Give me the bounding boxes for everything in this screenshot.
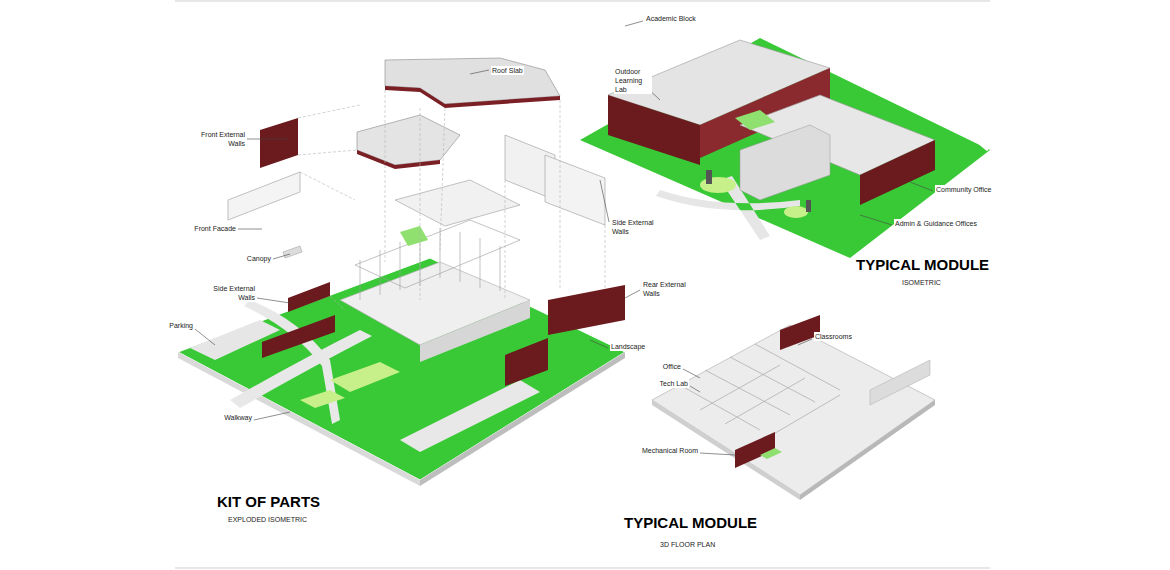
part-label: Walkway — [223, 413, 253, 422]
view-subheading: 3D FLOOR PLAN — [660, 540, 715, 549]
space-label: Mechanical Room — [641, 446, 699, 455]
space-label: Community Office — [935, 185, 993, 194]
space-label: Office — [662, 362, 682, 371]
part-label: Front Facade — [193, 224, 237, 233]
module-floor-plan — [652, 315, 935, 500]
space-label: Outdoor Learning Lab — [614, 67, 652, 94]
view-subheading: EXPLODED ISOMETRIC — [228, 515, 307, 524]
view-heading: TYPICAL MODULE — [624, 514, 757, 532]
part-label: Roof Slab — [491, 66, 524, 75]
part-label: Canopy — [246, 254, 272, 263]
part-label: Front External Walls — [200, 130, 246, 148]
view-heading: TYPICAL MODULE — [856, 256, 989, 274]
part-label: Landscape — [610, 342, 646, 351]
part-label: Side External Walls — [208, 284, 256, 302]
frame-line — [175, 1, 990, 2]
space-label: Classrooms — [814, 332, 853, 341]
part-label: Rear External Walls — [642, 280, 690, 298]
space-label: Academic Block — [645, 14, 697, 23]
frame-line — [175, 568, 990, 569]
exploded-isometric — [178, 58, 640, 486]
part-label: Side External Walls — [611, 218, 659, 236]
module-isometric — [580, 21, 990, 258]
part-label: Parking — [168, 321, 194, 330]
space-label: Admin & Guidance Offices — [894, 219, 978, 228]
space-label: Tech Lab — [659, 379, 689, 388]
view-heading: KIT OF PARTS — [217, 493, 320, 511]
view-subheading: ISOMETRIC — [902, 278, 941, 287]
